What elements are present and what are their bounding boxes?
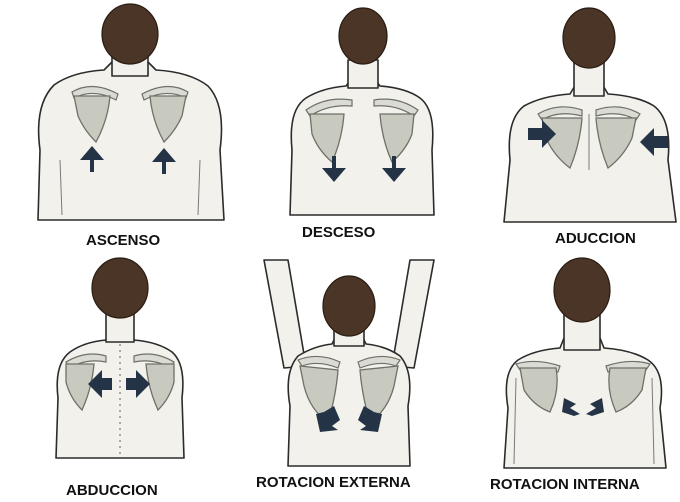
label-ascenso: ASCENSO	[86, 232, 160, 249]
torso	[290, 78, 434, 215]
panel-ascenso	[20, 10, 240, 225]
label-desceso: DESCESO	[302, 224, 375, 241]
torso	[504, 84, 676, 222]
figure-abduccion	[50, 258, 190, 478]
head	[339, 8, 387, 64]
head	[554, 258, 610, 322]
panel-abduccion	[50, 258, 190, 478]
label-rotacion-externa: ROTACION EXTERNA	[256, 474, 411, 491]
head	[92, 258, 148, 318]
head	[563, 8, 615, 68]
panel-aduccion	[498, 10, 678, 225]
torso	[288, 336, 410, 466]
figure-ascenso	[20, 10, 240, 225]
label-rotacion-interna: ROTACION INTERNA	[490, 476, 640, 493]
figure-rotacion-interna	[500, 258, 670, 473]
torso	[38, 62, 224, 220]
arm-left	[264, 260, 306, 368]
head	[323, 276, 375, 336]
panel-rotacion-interna	[500, 258, 670, 473]
label-aduccion: ADUCCION	[555, 230, 636, 247]
figure-rotacion-externa	[254, 256, 444, 471]
arm-right	[392, 260, 434, 368]
panel-rotacion-externa	[254, 256, 444, 471]
figure-aduccion	[498, 10, 678, 225]
torso	[504, 338, 666, 468]
head	[102, 4, 158, 64]
figure-desceso	[282, 10, 442, 225]
label-abduccion: ABDUCCION	[66, 482, 158, 499]
panel-desceso	[282, 10, 442, 225]
